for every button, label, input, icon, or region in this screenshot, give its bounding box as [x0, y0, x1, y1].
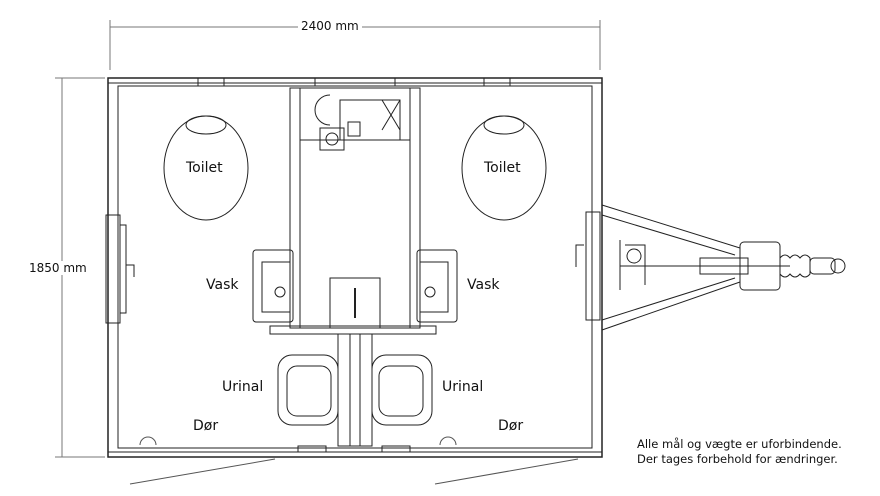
doors — [129, 436, 579, 485]
depth-dimension-label: 1850 mm — [26, 261, 90, 275]
sink-right-label: Vask — [467, 277, 500, 293]
toilet-left-label: Toilet — [186, 160, 223, 176]
urinal-left-shape — [277, 354, 339, 426]
door-right-label: Dør — [498, 418, 524, 434]
towbar — [601, 204, 846, 331]
toilet-right-label: Toilet — [484, 160, 521, 176]
sink-left-label: Vask — [206, 277, 239, 293]
disclaimer-note: Alle mål og vægte er uforbindende. Der t… — [637, 437, 842, 467]
toilet-left-shape — [163, 115, 249, 221]
urinal-left-label: Urinal — [222, 379, 264, 395]
service-module — [269, 87, 437, 447]
toilet-right-shape — [461, 115, 547, 221]
side-door-right — [575, 211, 601, 321]
width-dimension-label: 2400 mm — [298, 19, 362, 33]
sink-right-shape — [416, 249, 458, 323]
outer-walls — [107, 77, 603, 458]
urinal-right-shape — [371, 354, 433, 426]
disclaimer-line-1: Alle mål og vægte er uforbindende. — [637, 437, 842, 451]
door-left-label: Dør — [193, 418, 219, 434]
sink-left-shape — [252, 249, 294, 323]
side-door — [105, 214, 135, 324]
urinal-right-label: Urinal — [442, 379, 484, 395]
disclaimer-line-2: Der tages forbehold for ændringer. — [637, 452, 838, 466]
vents — [197, 77, 511, 453]
